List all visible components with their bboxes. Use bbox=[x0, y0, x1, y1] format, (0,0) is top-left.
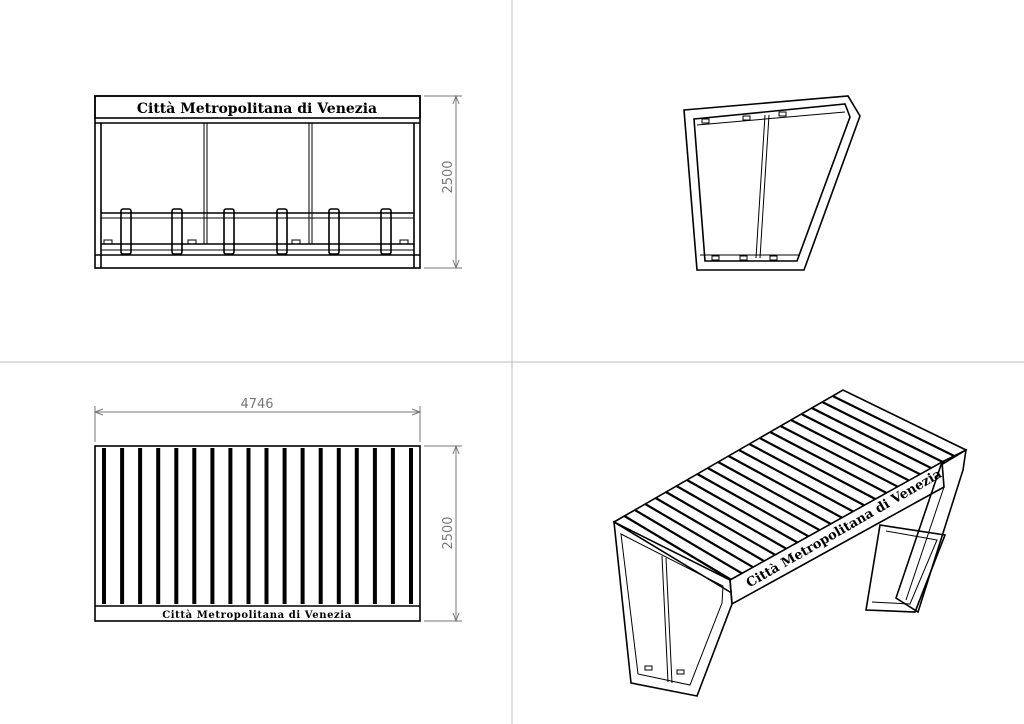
top-brand-text: Città Metropolitana di Venezia bbox=[162, 610, 352, 621]
roof-slat bbox=[156, 448, 161, 604]
roof-slat bbox=[372, 448, 377, 604]
roof-slat bbox=[228, 448, 233, 604]
roof-slat-iso bbox=[811, 407, 935, 471]
top-view: Città Metropolitana di Venezia 4746 2500 bbox=[93, 397, 462, 623]
front-view: Città Metropolitana di Venezia 2500 bbox=[94, 94, 462, 270]
roof-slat bbox=[264, 448, 269, 604]
top-width-label: 4746 bbox=[240, 397, 273, 412]
roof-slat bbox=[336, 448, 341, 604]
roof-slat bbox=[354, 448, 359, 604]
front-height-label: 2500 bbox=[441, 160, 456, 193]
roof-slat bbox=[246, 448, 251, 604]
roof-slat-iso bbox=[717, 461, 838, 529]
roof-slats bbox=[102, 448, 413, 604]
roof-slat-iso bbox=[707, 467, 828, 535]
roof-slat bbox=[390, 448, 395, 604]
roof-slat-iso bbox=[759, 437, 881, 503]
roof-slat-iso bbox=[800, 413, 924, 477]
roof-slat-iso bbox=[675, 485, 795, 555]
roof-slat-iso bbox=[790, 419, 913, 484]
top-width-dimension: 4746 bbox=[93, 397, 422, 442]
top-height-dimension: 2500 bbox=[424, 444, 462, 623]
isometric-view: Città Metropolitana di Venezia bbox=[612, 389, 968, 697]
roof-slat bbox=[174, 448, 179, 604]
roof-slat bbox=[210, 448, 215, 604]
roof-slat-iso bbox=[779, 425, 903, 490]
roof-slat-iso bbox=[665, 491, 785, 561]
roof-slat-iso bbox=[832, 395, 956, 458]
front-height-dimension: 2500 bbox=[424, 94, 462, 270]
top-height-label: 2500 bbox=[441, 516, 456, 549]
roof-slat-iso bbox=[655, 497, 774, 568]
roof-slat-iso bbox=[623, 515, 742, 587]
bicycle-racks bbox=[120, 208, 392, 255]
roof-slat-iso bbox=[644, 503, 763, 574]
front-brand-text: Città Metropolitana di Venezia bbox=[137, 101, 377, 117]
roof-slat-iso bbox=[821, 401, 945, 464]
roof-slat-iso bbox=[748, 443, 871, 510]
roof-slat-iso bbox=[738, 449, 860, 516]
roof-slats-isometric bbox=[623, 395, 956, 587]
side-view bbox=[683, 95, 861, 271]
roof-slat bbox=[192, 448, 197, 604]
roof-slat-iso bbox=[769, 431, 892, 497]
roof-slat-iso bbox=[727, 455, 849, 522]
roof-slat bbox=[282, 448, 287, 604]
roof-slat-iso bbox=[634, 509, 753, 581]
roof-slat bbox=[409, 448, 413, 604]
roof-slat bbox=[120, 448, 125, 604]
roof-slat bbox=[138, 448, 143, 604]
roof-slat bbox=[318, 448, 323, 604]
roof-slat bbox=[102, 448, 106, 604]
roof-slat bbox=[300, 448, 305, 604]
roof-slat-iso bbox=[686, 479, 806, 548]
roof-slat-iso bbox=[696, 473, 817, 542]
